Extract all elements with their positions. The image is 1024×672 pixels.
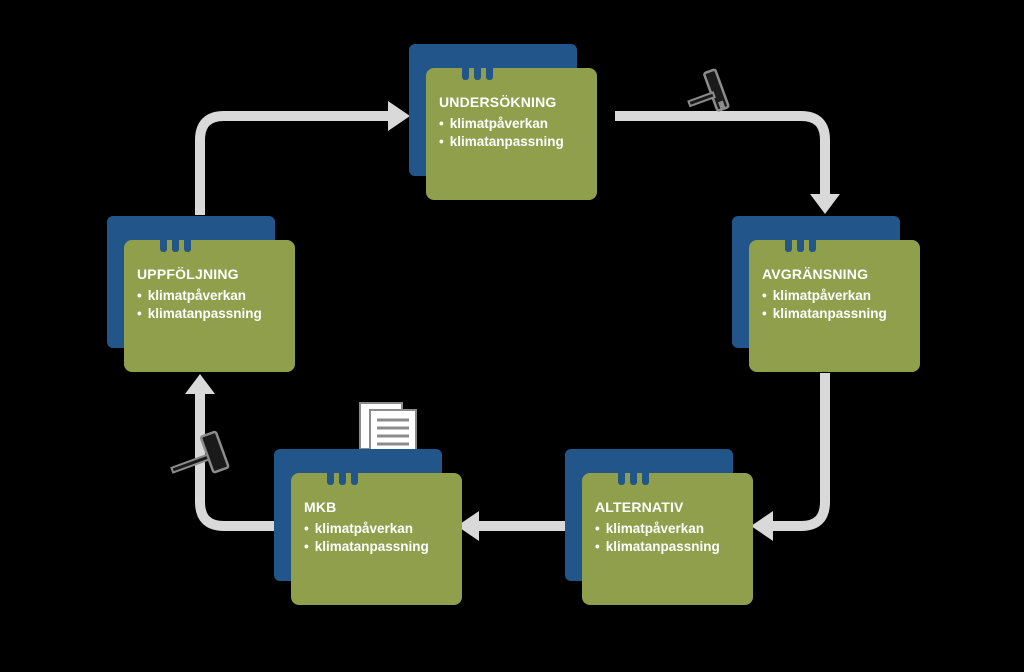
step-items: •klimatpåverkan •klimatanpassning	[595, 520, 741, 556]
arrow-undersokning-to-avgransning	[615, 111, 830, 196]
list-item: •klimatpåverkan	[439, 116, 549, 131]
step-card-undersokning: UNDERSÖKNING •klimatpåverkan •klimatanpa…	[409, 44, 597, 200]
card-front: MKB •klimatpåverkan •klimatanpassning	[291, 463, 462, 605]
card-tabs	[462, 58, 493, 80]
arrow-mkb-to-uppfoljning	[195, 392, 274, 531]
list-item: •klimatanpassning	[762, 306, 887, 321]
card-tabs	[618, 463, 649, 485]
step-items: •klimatpåverkan •klimatanpassning	[137, 287, 283, 323]
arrowhead-to-mkb	[457, 511, 479, 541]
card-front: UNDERSÖKNING •klimatpåverkan •klimatanpa…	[426, 58, 597, 200]
card-tabs	[327, 463, 358, 485]
gavel-icon	[170, 430, 230, 474]
list-item: •klimatpåverkan	[304, 521, 414, 536]
arrowhead-to-avgransning	[810, 194, 840, 214]
step-title: ALTERNATIV	[595, 499, 684, 515]
list-item: •klimatanpassning	[439, 134, 564, 149]
step-title: AVGRÄNSNING	[762, 266, 869, 282]
arrowhead-to-uppfoljning	[185, 374, 215, 394]
gavel-icon	[687, 68, 730, 112]
arrowhead-to-alternativ	[751, 511, 773, 541]
step-card-alternativ: ALTERNATIV •klimatpåverkan •klimatanpass…	[565, 449, 753, 605]
step-title: UNDERSÖKNING	[439, 94, 557, 110]
list-item: •klimatpåverkan	[595, 521, 705, 536]
list-item: •klimatanpassning	[304, 539, 429, 554]
list-item: •klimatpåverkan	[762, 288, 872, 303]
step-title: UPPFÖLJNING	[137, 266, 239, 282]
arrow-avgransning-to-alternativ	[770, 373, 830, 531]
list-item: •klimatanpassning	[595, 539, 720, 554]
card-front: UPPFÖLJNING •klimatpåverkan •klimatanpas…	[124, 230, 295, 372]
arrow-uppfoljning-to-undersokning	[195, 111, 390, 215]
card-front: ALTERNATIV •klimatpåverkan •klimatanpass…	[582, 463, 753, 605]
step-card-mkb: MKB •klimatpåverkan •klimatanpassning	[274, 449, 462, 605]
list-item: •klimatanpassning	[137, 306, 262, 321]
step-card-uppfoljning: UPPFÖLJNING •klimatpåverkan •klimatanpas…	[107, 216, 295, 372]
step-items: •klimatpåverkan •klimatanpassning	[439, 115, 585, 151]
step-card-avgransning: AVGRÄNSNING •klimatpåverkan •klimatanpas…	[732, 216, 920, 372]
step-items: •klimatpåverkan •klimatanpassning	[304, 520, 450, 556]
step-items: •klimatpåverkan •klimatanpassning	[762, 287, 908, 323]
arrowhead-to-undersokning	[388, 101, 410, 131]
card-front: AVGRÄNSNING •klimatpåverkan •klimatanpas…	[749, 230, 920, 372]
card-tabs	[785, 230, 816, 252]
step-title: MKB	[304, 499, 337, 515]
card-tabs	[160, 230, 191, 252]
list-item: •klimatpåverkan	[137, 288, 247, 303]
